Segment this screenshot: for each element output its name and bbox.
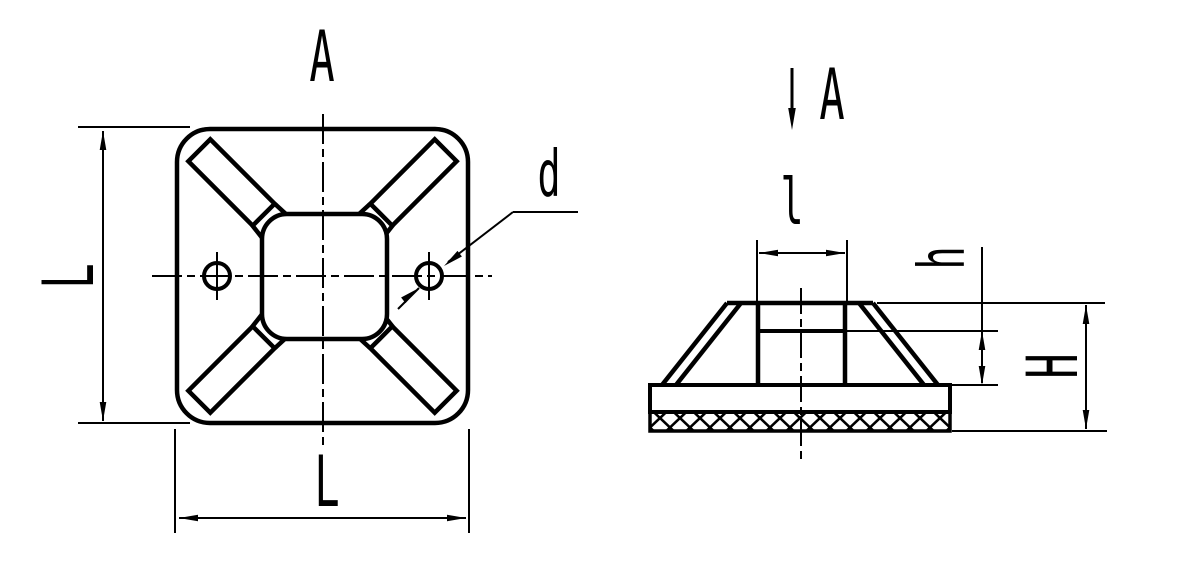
section-label-A-side: A [819, 54, 844, 136]
right-outer-slope [871, 301, 940, 387]
side-view: A l h [648, 54, 1107, 462]
slot-top-left-outline [185, 136, 278, 229]
arrowhead-left [759, 249, 778, 257]
arrowhead-up [1082, 305, 1090, 324]
arrowhead-to-hole [401, 288, 419, 304]
dimension-h: h [845, 246, 998, 386]
arrowhead-right [826, 249, 845, 257]
slot-bottom-right [367, 323, 460, 416]
body-outline [660, 300, 940, 387]
arrowhead-up [99, 131, 107, 150]
slot-top-left [185, 136, 278, 229]
arrowhead-down [978, 366, 986, 385]
dimension-label-l: l [780, 166, 803, 240]
right-inner-slope [857, 301, 926, 387]
arrowhead-up [978, 331, 986, 350]
top-view: L L d A [28, 16, 578, 533]
section-label-A-top: A [309, 16, 334, 98]
arrowhead-down [99, 402, 107, 421]
slot-top-right-outline [367, 136, 460, 229]
dimension-label-H: H [1012, 353, 1094, 378]
arrowhead-down [1082, 410, 1090, 429]
dimension-label-d: d [537, 138, 560, 212]
dimension-label-L-bottom: L [314, 441, 339, 523]
slot-bottom-right-outline [367, 323, 460, 416]
dimension-l: l [756, 166, 848, 301]
arrowhead-left [179, 514, 198, 522]
view-arrowhead-down [788, 108, 796, 130]
dimension-label-L-left: L [28, 263, 110, 288]
left-inner-slope [674, 301, 743, 387]
arrowhead-to-hole [444, 250, 462, 266]
leader-d: d [397, 138, 578, 310]
arrowhead-right [447, 514, 466, 522]
slot-bottom-left [185, 323, 278, 416]
dimension-L-vertical: L [28, 126, 190, 424]
dimension-H: H [877, 302, 1107, 432]
dimension-L-horizontal: L [174, 429, 470, 533]
view-direction-A: A [788, 54, 845, 136]
dimension-label-h: h [906, 246, 980, 269]
slot-top-right [367, 136, 460, 229]
slot-bottom-left-outline [185, 323, 278, 416]
left-outer-slope [660, 301, 729, 387]
